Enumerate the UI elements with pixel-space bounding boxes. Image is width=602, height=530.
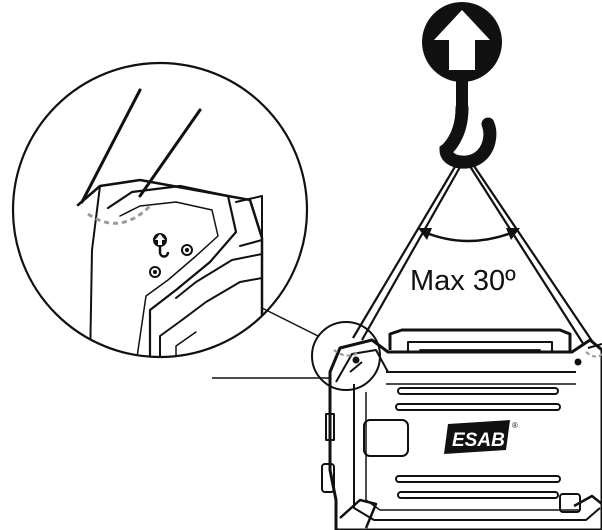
esab-logo: ESAB ® xyxy=(444,420,518,454)
left-lift-point-mark xyxy=(333,349,361,357)
detail-zoom-circle xyxy=(11,61,309,359)
max-angle-label: Max 30º xyxy=(410,265,516,297)
crane-hook-icon xyxy=(439,76,497,169)
angle-arc xyxy=(418,228,520,243)
lifting-straps xyxy=(352,159,595,346)
detail-source-circle xyxy=(311,321,381,391)
carry-handle xyxy=(388,328,572,352)
detail-lift-icon xyxy=(153,233,170,258)
right-lift-point-mark xyxy=(585,351,602,358)
registered-mark: ® xyxy=(512,421,518,430)
detail-leader-lines xyxy=(212,307,334,379)
esab-logo-text: ESAB xyxy=(452,430,505,451)
lift-symbol-icon xyxy=(422,2,502,82)
